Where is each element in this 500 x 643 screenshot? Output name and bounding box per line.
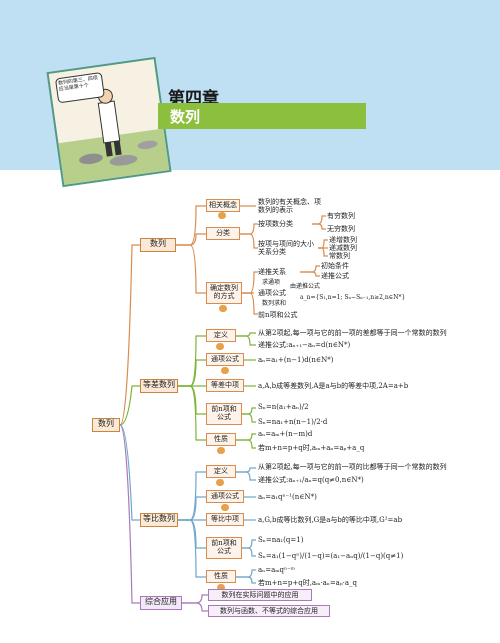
mindmap-root: 数列 — [92, 418, 120, 432]
geo-props-text-1: aₙ=aₘqⁿ⁻ᵐ — [258, 566, 296, 574]
geo-props-text-2: 若m+n=p+q时,aₘ·aₙ=aₚ·a_q — [258, 579, 358, 587]
arith-props-text-2: 若m+n=p+q时,aₘ+aₙ=aₚ+a_q — [258, 444, 365, 452]
badge-icon — [217, 447, 225, 454]
node-arith-middle: 等差中项 — [206, 379, 244, 392]
arith-recurrence-text: 递推公式:aₙ₊₁−aₙ=d(n∈N*) — [258, 341, 351, 349]
connector-center-arithmetic — [119, 385, 145, 426]
by-size-item: 常数列 — [329, 252, 350, 260]
general-formula: 通项公式 — [258, 289, 286, 297]
geo-middle-text: a,G,b成等比数列,G是a与b的等比中项,G²=ab — [258, 516, 403, 524]
chapter-title: 数列 — [170, 108, 201, 126]
related-item: 数列的表示 — [258, 206, 293, 214]
node-geo-props: 性质 — [206, 570, 236, 583]
chapter-illustration: 数列的第三、四项应当是第十个 — [46, 56, 172, 188]
arith-definition-text: 从第2项起,每一项与它的前一项的差都等于同一个常数的数列 — [258, 329, 447, 337]
badge-icon — [219, 305, 227, 312]
by-terms-item: 有穷数列 — [327, 212, 355, 220]
badge-icon — [216, 343, 224, 350]
node-geo-sum: 前n项和公式 — [206, 537, 242, 559]
recurrence-item: 初始条件 — [321, 262, 349, 270]
arith-sum-text-1: Sₙ=n(a₁+aₙ)/2 — [258, 403, 309, 411]
first-n-sum: 前n项和公式 — [258, 311, 298, 319]
arith-props-text-1: aₙ=aₘ+(n−m)d — [258, 430, 313, 438]
application-item: 数列与函数、不等式的综合应用 — [208, 605, 330, 617]
node-geo-general: 通项公式 — [206, 490, 244, 503]
by-size-item: 递减数列 — [329, 244, 357, 252]
application-item: 数列在实际问题中的应用 — [208, 589, 312, 601]
recur-general: 由递推公式 — [290, 283, 321, 290]
node-geometric: 等比数列 — [140, 513, 178, 527]
node-geo-middle: 等比中项 — [206, 513, 244, 526]
arith-general-text: aₙ=a₁+(n−1)d(n∈N*) — [258, 356, 334, 364]
badge-icon — [216, 479, 224, 486]
chapter-title-bar — [158, 103, 366, 129]
recurrence: 递推关系 — [258, 268, 286, 276]
recurrence-item: 递推公式 — [321, 272, 349, 280]
node-shulie: 数列 — [140, 238, 176, 252]
arith-middle-text: a,A,b成等差数列,A是a与b的等差中项,2A=a+b — [258, 382, 409, 390]
node-arithmetic: 等差数列 — [140, 379, 178, 393]
geo-definition-text: 从第2项起,每一项与它的前一项的比都等于同一个常数的数列 — [258, 463, 447, 471]
node-arith-definition: 定义 — [206, 329, 236, 342]
connector-center-shulie — [119, 244, 145, 426]
by-size-item: 递增数列 — [329, 236, 357, 244]
find-general: 求通项 — [262, 279, 281, 286]
badge-icon — [217, 584, 225, 591]
badge-icon — [221, 367, 229, 374]
geo-general-text: aₙ=a₁qⁿ⁻¹(n∈N*) — [258, 493, 317, 501]
node-arith-props: 性质 — [206, 433, 236, 446]
node-determine: 确定数列的方式 — [206, 282, 242, 304]
badge-icon — [221, 504, 229, 511]
node-arith-general: 通项公式 — [206, 353, 244, 366]
geo-sum-text-2: Sₙ=a₁(1−qⁿ)/(1−q)=(a₁−aₙq)/(1−q)(q≠1) — [258, 552, 404, 560]
cartoon-drawing — [55, 72, 170, 185]
sum-of-terms: 数列求和 — [262, 300, 287, 307]
formula-relation: a_n={S₁,n=1; Sₙ−Sₙ₋₁,n≥2,n∈N*} — [300, 294, 406, 301]
by-size: 按项与项间的大小关系分类 — [258, 240, 314, 256]
node-applications: 综合应用 — [140, 596, 182, 610]
node-related-concepts: 相关概念 — [206, 199, 240, 212]
connector-center-geometric — [119, 424, 145, 521]
by-terms: 按项数分类 — [258, 220, 293, 228]
connector-center-applications — [119, 424, 145, 604]
badge-icon — [218, 212, 226, 219]
related-item: 数列的有关概念、项 — [258, 198, 321, 206]
geo-recurrence-text: 递推公式:aₙ₊₁/aₙ=q(q≠0,n∈N*) — [258, 476, 364, 484]
node-geo-definition: 定义 — [206, 465, 236, 478]
geo-sum-text-1: Sₙ=na₁(q=1) — [258, 536, 304, 544]
by-terms-item: 无穷数列 — [327, 225, 355, 233]
node-classification: 分类 — [206, 227, 240, 240]
node-arith-sum: 前n项和公式 — [206, 403, 242, 425]
arith-sum-text-2: Sₙ=na₁+n(n−1)/2·d — [258, 418, 328, 426]
